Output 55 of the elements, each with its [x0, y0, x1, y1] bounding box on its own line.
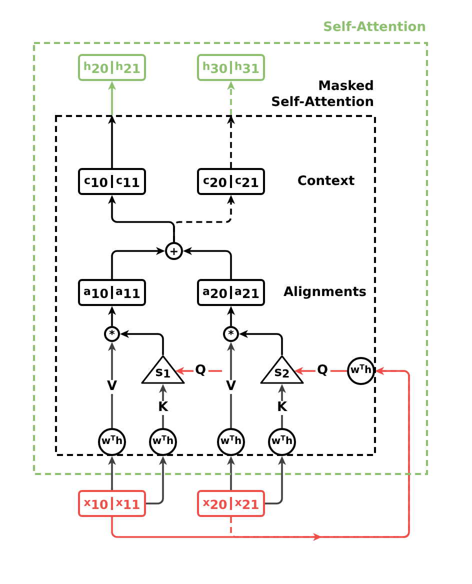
- edge-label: V: [104, 380, 120, 394]
- projection-circle: [98, 428, 126, 456]
- projection-circle: [149, 428, 177, 456]
- projection-circle: [347, 357, 375, 385]
- frame-title: Masked Self-Attention: [270, 79, 374, 111]
- dashed-arrow: [227, 81, 235, 115]
- operator-circle: [104, 326, 120, 342]
- vector-box: [197, 168, 265, 195]
- vector-box: [78, 54, 146, 81]
- operator-circle: [223, 326, 239, 342]
- arrow: [227, 456, 235, 490]
- arrow: [146, 456, 167, 504]
- arrow: [239, 330, 283, 355]
- vector-box: [197, 490, 265, 517]
- formula-label: w$^{T}$h: [101, 437, 123, 447]
- row-label: Alignments: [283, 285, 367, 301]
- formula-label: w$^{T}$h: [220, 437, 242, 447]
- formula-label: s$_{2}$: [274, 366, 290, 379]
- formula-label: w$^{T}$h: [271, 437, 293, 447]
- arrow: [108, 456, 116, 490]
- vector-box: [197, 54, 265, 81]
- operator-label: *: [109, 328, 115, 340]
- score-triangle: [141, 355, 185, 384]
- projection-circle: [268, 428, 296, 456]
- operator-label: *: [228, 328, 234, 340]
- edge-label: Q: [315, 364, 330, 378]
- dashed-arrow: [227, 115, 235, 168]
- formula-label: w$^{T}$h: [350, 366, 372, 376]
- operator-circle: [165, 242, 183, 260]
- vector-box: [197, 279, 265, 306]
- row-label: Context: [297, 174, 355, 190]
- dashed-arrow: [230, 367, 410, 538]
- arrow: [227, 306, 235, 326]
- frame-title: Self-Attention: [323, 20, 426, 36]
- vector-box: [78, 490, 146, 517]
- dashed-arrow: [173, 195, 235, 242]
- arrow: [108, 306, 116, 326]
- vector-box: [78, 279, 146, 306]
- operator-label: +: [169, 246, 179, 256]
- arrow: [183, 247, 232, 279]
- arrow: [108, 342, 116, 428]
- edge-label: Q: [193, 364, 208, 378]
- vector-box: [78, 168, 146, 195]
- arrow: [108, 115, 116, 168]
- edge-label: V: [224, 380, 238, 394]
- arrow: [111, 247, 165, 279]
- arrow: [120, 330, 164, 355]
- formula-label: s$_{1}$: [155, 366, 171, 379]
- arrow: [227, 342, 235, 428]
- score-triangle: [260, 355, 304, 384]
- formula-label: w$^{T}$h: [152, 437, 174, 447]
- arrow: [111, 367, 410, 538]
- arrow: [265, 456, 286, 504]
- arrow: [108, 81, 116, 115]
- projection-circle: [217, 428, 245, 456]
